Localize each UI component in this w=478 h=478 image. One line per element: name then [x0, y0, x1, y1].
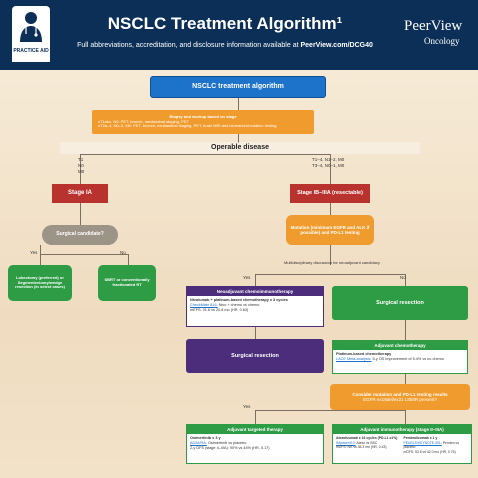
staging-item: cT2a–4, N0–3, M0: PET, bronch, mediastin…	[98, 123, 277, 129]
practice-aid-badge: PRACTICE AID	[12, 6, 50, 62]
stage-labels-right: T1–4, N1–2, M0 T3–4, N0–1, M0	[312, 157, 344, 169]
adjuvant-chemo-card: Adjuvant chemotherapy Platinum-based che…	[332, 340, 468, 374]
surgical-resection-left: Surgical resection	[186, 339, 324, 373]
connector	[80, 154, 330, 155]
connector	[255, 274, 405, 275]
adjuvant-targeted-regimen: Osimertinib x 3 y	[190, 436, 221, 440]
lobectomy-node: Lobectomy (preferred) or Segmentectomy/w…	[8, 265, 72, 301]
staging-item: cT1abc, N0: PET, bronch, mediastinal sta…	[98, 118, 189, 124]
subtitle-text: Full abbreviations, accreditation, and d…	[77, 42, 301, 49]
consider-question: EGFR ex19del/ex21 L858R present?	[363, 397, 437, 402]
connector	[80, 154, 81, 184]
brand-sub: Oncology	[424, 36, 460, 46]
adjuvant-immuno-card: Adjuvant immunotherapy (stage II–IIIA) A…	[332, 424, 472, 464]
stage-ib-node: Stage IB–IIIA (resectable)	[290, 184, 370, 203]
immuno-col1-regimen: Atezolizumab x 16 cycles (PD-L1 ≥1%)	[336, 436, 398, 440]
start-node: NSCLC treatment algorithm	[150, 76, 326, 98]
no-label: No	[120, 250, 126, 255]
no-label: No	[400, 275, 406, 280]
yes-label: Yes	[243, 275, 251, 280]
immuno-col2-detail: Pembro vs placebo	[403, 440, 459, 450]
immuno-col1-detail: Atezo vs BSC	[356, 440, 378, 445]
staging-box: Biopsy and workup based on stage cT1abc,…	[92, 110, 314, 134]
stage-label: N0	[78, 162, 84, 168]
stage-label: T3–4, N0–1, M0	[312, 162, 345, 168]
neoadjuvant-card: Neoadjuvant chemoimmunotherapy Nivolumab…	[186, 286, 324, 327]
adjuvant-targeted-card: Adjuvant targeted therapy Osimertinib x …	[186, 424, 324, 464]
connector	[330, 154, 331, 184]
connector	[405, 274, 406, 286]
connector	[255, 410, 256, 424]
immuno-col-1: Atezolizumab x 16 cycles (PD-L1 ≥1%) IMp…	[336, 436, 401, 454]
stage-label: M0	[78, 168, 85, 174]
adjuvant-targeted-title: Adjuvant targeted therapy	[187, 425, 323, 434]
connector	[405, 320, 406, 340]
stage-labels-left: T1 N0 M0	[78, 157, 84, 175]
operable-disease-banner: Operable disease	[60, 142, 420, 154]
neoadjuvant-title: Neoadjuvant chemoimmunotherapy	[187, 287, 323, 296]
neoadjuvant-result: mEFS: 31.6 vs 20.8 mo (HR, 0.63)	[190, 308, 249, 313]
header-bar: PRACTICE AID NSCLC Treatment Algorithm¹ …	[0, 0, 478, 70]
connector	[330, 203, 331, 215]
brand-logo: PeerView	[404, 18, 463, 34]
page-subtitle: Full abbreviations, accreditation, and d…	[60, 42, 390, 49]
adjuvant-targeted-trial[interactable]: ADAURA:	[190, 441, 207, 446]
neoadjuvant-trial[interactable]: CheckMate 816:	[190, 303, 218, 308]
subtitle-link[interactable]: PeerView.com/DCG40	[300, 42, 373, 49]
connector	[238, 133, 239, 143]
adjuvant-chemo-title: Adjuvant chemotherapy	[333, 341, 467, 350]
stage-label: T1–4, N1–2, M0	[312, 157, 345, 162]
stage-label: T1	[78, 157, 84, 162]
adjuvant-targeted-result: 2-y DFS (stage II–IIIA): 90% vs 44% (HR,…	[190, 446, 270, 451]
surgical-candidate-node: Surgical candidate?	[42, 225, 118, 245]
stage-ia-node: Stage IA	[52, 184, 108, 203]
yes-label: Yes	[243, 404, 251, 409]
surgical-resection-right: Surgical resection	[332, 286, 468, 320]
connector	[40, 254, 128, 255]
immuno-col1-result: mDFS: NR vs 35.3 mo (HR, 0.43)	[336, 445, 387, 450]
consider-title: Consider mutation and PD-L1 testing resu…	[352, 391, 448, 397]
badge-label: PRACTICE AID	[13, 48, 49, 54]
adjuvant-targeted-detail: Osimertinib vs placebo	[207, 441, 247, 446]
connector	[80, 203, 81, 225]
connector	[255, 410, 405, 411]
mdt-label: Multidisciplinary discussion for neoadju…	[284, 260, 380, 265]
connector	[238, 98, 239, 110]
neoadjuvant-trial-detail: Nivo + chemo vs chemo	[218, 303, 260, 308]
adjuvant-chemo-trial[interactable]: LACE Meta-analysis:	[336, 357, 372, 362]
connector	[255, 327, 256, 339]
connector	[405, 410, 406, 424]
connector	[128, 254, 129, 265]
immuno-col2-regimen: Pembrolizumab x 1 y	[403, 436, 438, 440]
yes-label: Yes	[30, 250, 38, 255]
adjuvant-chemo-detail: 5-y OS improvement of 5.4% vs no chemo	[372, 357, 444, 362]
immuno-col2-result: mDFS: 53.6 vs 42.0 mo (HR, 0.76)	[403, 449, 456, 454]
doctor-icon	[20, 12, 42, 42]
adjuvant-chemo-regimen: Platinum-based chemotherapy	[336, 352, 392, 356]
adjuvant-immuno-title: Adjuvant immunotherapy (stage II–IIIA)	[333, 425, 471, 434]
mutation-test-node: Mutation (minimum EGFR and ALK if possib…	[286, 215, 374, 245]
staging-title: Biopsy and workup based on stage	[169, 114, 237, 120]
connector	[255, 274, 256, 286]
connector	[330, 245, 331, 265]
connector	[40, 245, 41, 265]
connector	[405, 374, 406, 384]
page-title: NSCLC Treatment Algorithm¹	[107, 14, 343, 33]
sbrt-node: SBRT or conventionally fractionated RT	[98, 265, 156, 301]
consider-testing-node: Consider mutation and PD-L1 testing resu…	[330, 384, 470, 410]
neoadjuvant-regimen: Nivolumab + platinum-based chemotherapy …	[190, 298, 288, 302]
immuno-col2-trial[interactable]: PEARLS/KEYNOTE-091:	[403, 440, 442, 445]
immuno-col-2: Pembrolizumab x 1 y PEARLS/KEYNOTE-091: …	[404, 436, 469, 454]
immuno-col1-trial[interactable]: IMpower010:	[336, 440, 356, 445]
